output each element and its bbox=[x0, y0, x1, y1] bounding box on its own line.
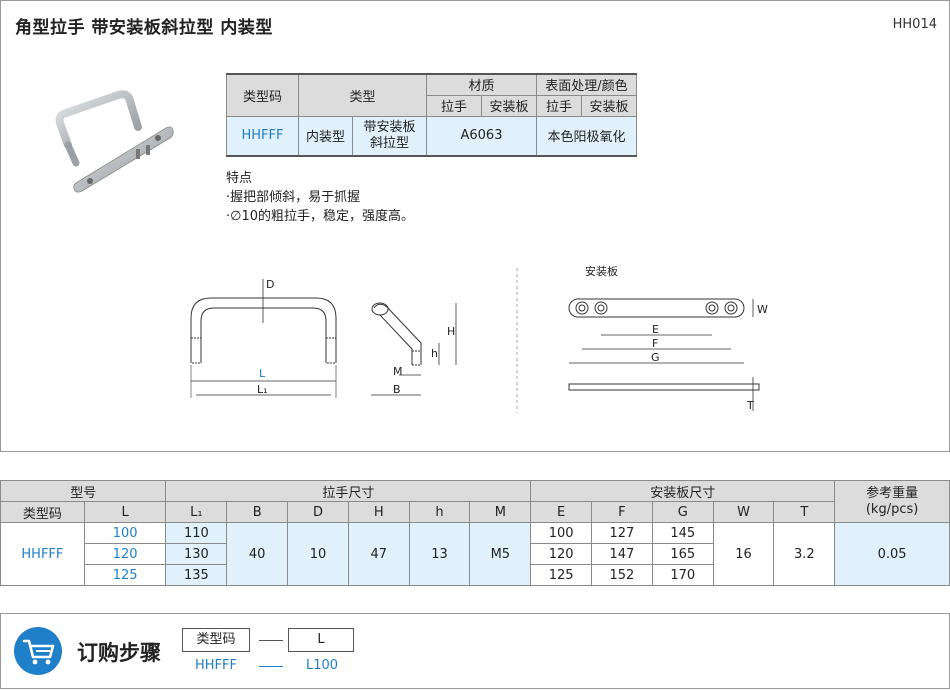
dim-header-D: D bbox=[287, 501, 349, 523]
dim-cell-L: 120 bbox=[83, 543, 167, 565]
dim-label-h: h bbox=[431, 347, 438, 360]
dim-header-L: L bbox=[83, 501, 167, 523]
order-panel: 订购步骤 类型码 L HHFFF L100 bbox=[0, 613, 950, 689]
dim-header-F: F bbox=[591, 501, 653, 523]
spec-surface: 本色阳极氧化 bbox=[536, 115, 637, 157]
features: 特点 ·握把部倾斜，易于抓握 ·∅10的粗拉手，稳定，强度高。 bbox=[226, 169, 414, 226]
dim-header-type-code: 类型码 bbox=[0, 501, 85, 523]
spec-type-plate-line2: 斜拉型 bbox=[369, 135, 409, 151]
feature-item: ·∅10的粗拉手，稳定，强度高。 bbox=[226, 209, 414, 224]
technical-drawing: D L L₁ H h M B 安装板 W E F G T bbox=[190, 264, 768, 413]
dim-header-model: 型号 bbox=[0, 480, 167, 502]
dim-header-B: B bbox=[226, 501, 289, 523]
dim-label-L1: L₁ bbox=[257, 383, 268, 396]
dim-cell-H: 47 bbox=[347, 522, 410, 586]
dim-cell-M: M5 bbox=[469, 522, 532, 586]
spec-header-type: 类型 bbox=[298, 73, 427, 117]
dim-label-E: E bbox=[652, 323, 659, 336]
dim-cell-L1: 135 bbox=[165, 564, 228, 586]
dim-label-H: H bbox=[447, 325, 455, 338]
spec-header-material: 材质 bbox=[426, 72, 537, 96]
dim-cell-L1: 110 bbox=[165, 522, 228, 544]
order-title: 订购步骤 bbox=[77, 641, 161, 665]
dim-header-L1: L₁ bbox=[165, 501, 228, 523]
dim-header-H: H bbox=[347, 501, 410, 523]
order-separator bbox=[259, 640, 283, 641]
dimension-table: 型号 拉手尺寸 安装板尺寸 参考重量 (kg/pcs) 类型码 L L₁ B D… bbox=[0, 480, 950, 586]
dim-cell-G: 165 bbox=[651, 543, 714, 565]
order-example-separator bbox=[259, 666, 283, 667]
spec-type-inner: 内装型 bbox=[298, 115, 353, 157]
spec-header-type-code: 类型码 bbox=[226, 73, 299, 117]
dim-label-G: G bbox=[651, 351, 660, 364]
spec-header-handle: 拉手 bbox=[536, 94, 582, 117]
dim-cell-T: 3.2 bbox=[773, 522, 836, 586]
dim-cell-E: 120 bbox=[530, 543, 593, 565]
dim-label-M: M bbox=[393, 365, 403, 378]
dim-cell-F: 127 bbox=[591, 522, 653, 544]
dim-cell-W: 16 bbox=[712, 522, 775, 586]
product-code: HH014 bbox=[892, 17, 937, 32]
dim-header-h: h bbox=[408, 501, 471, 523]
dim-header-weight-line1: 参考重量 bbox=[866, 485, 919, 501]
spec-table: 类型码 类型 材质 表面处理/颜色 拉手 安装板 拉手 安装板 HHFFF 内装… bbox=[226, 72, 637, 157]
dim-header-M: M bbox=[469, 501, 532, 523]
features-title: 特点 bbox=[226, 171, 253, 186]
order-box-L: L bbox=[288, 628, 354, 652]
dim-header-W: W bbox=[712, 501, 775, 523]
dim-header-handle-size: 拉手尺寸 bbox=[165, 480, 532, 502]
order-example-code: HHFFF bbox=[195, 658, 237, 673]
dim-cell-G: 170 bbox=[651, 564, 714, 586]
dimension-panel: 型号 拉手尺寸 安装板尺寸 参考重量 (kg/pcs) 类型码 L L₁ B D… bbox=[0, 480, 950, 586]
dim-label-F: F bbox=[652, 337, 658, 350]
spec-type-plate: 带安装板 斜拉型 bbox=[352, 115, 427, 157]
dim-cell-D: 10 bbox=[287, 522, 349, 586]
dim-label-D: D bbox=[266, 278, 274, 291]
spec-header-handle: 拉手 bbox=[426, 94, 482, 117]
plate-title: 安装板 bbox=[585, 264, 618, 278]
cart-icon bbox=[14, 627, 62, 675]
dim-cell-E: 125 bbox=[530, 564, 593, 586]
spec-type-plate-line1: 带安装板 bbox=[363, 119, 416, 135]
order-box-type-code: 类型码 bbox=[182, 628, 250, 652]
spec-header-plate: 安装板 bbox=[581, 94, 637, 117]
dim-cell-F: 147 bbox=[591, 543, 653, 565]
spec-header-plate: 安装板 bbox=[481, 94, 537, 117]
page-title: 角型拉手 带安装板斜拉型 内装型 bbox=[15, 18, 273, 38]
dim-cell-F: 152 bbox=[591, 564, 653, 586]
spec-type-code: HHFFF bbox=[226, 115, 299, 157]
dim-label-B: B bbox=[393, 383, 401, 396]
dim-cell-B: 40 bbox=[226, 522, 289, 586]
product-panel: 角型拉手 带安装板斜拉型 内装型 HH014 类型码 类型 材质 表面处理/颜色… bbox=[0, 0, 950, 452]
dim-label-L: L bbox=[259, 367, 266, 380]
dim-type-code: HHFFF bbox=[0, 522, 85, 586]
dim-cell-G: 145 bbox=[651, 522, 714, 544]
dim-header-weight: 参考重量 (kg/pcs) bbox=[834, 480, 950, 523]
dim-cell-h: 13 bbox=[408, 522, 471, 586]
feature-item: ·握把部倾斜，易于抓握 bbox=[226, 190, 361, 205]
dim-cell-L: 125 bbox=[83, 564, 167, 586]
spec-material: A6063 bbox=[426, 115, 537, 157]
dim-cell-weight: 0.05 bbox=[834, 522, 950, 586]
dim-cell-L: 100 bbox=[83, 522, 167, 544]
dim-header-T: T bbox=[773, 501, 836, 523]
dim-header-E: E bbox=[530, 501, 593, 523]
dim-header-G: G bbox=[651, 501, 714, 523]
dim-label-T: T bbox=[746, 399, 754, 412]
dim-header-weight-line2: (kg/pcs) bbox=[865, 501, 919, 517]
dim-label-W: W bbox=[757, 303, 768, 316]
dim-cell-E: 100 bbox=[530, 522, 593, 544]
dim-cell-L1: 130 bbox=[165, 543, 228, 565]
product-photo bbox=[55, 90, 174, 193]
spec-header-surface: 表面处理/颜色 bbox=[536, 72, 637, 96]
dim-header-plate-size: 安装板尺寸 bbox=[530, 480, 836, 502]
order-example-L: L100 bbox=[306, 658, 339, 673]
